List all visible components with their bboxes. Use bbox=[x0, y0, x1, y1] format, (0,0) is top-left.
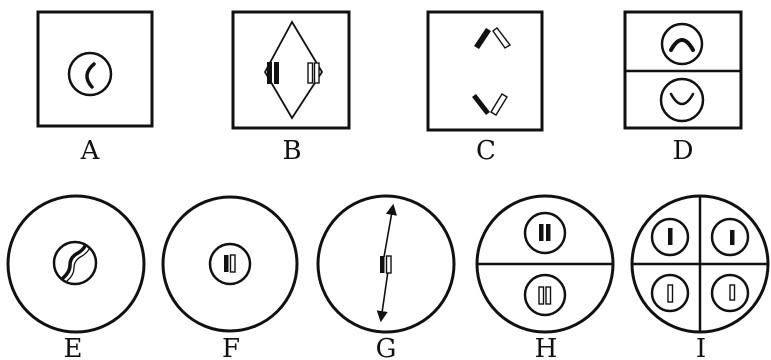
label-b: B bbox=[282, 136, 301, 166]
panel-d: D bbox=[623, 10, 743, 166]
nucleus-lower-h bbox=[523, 273, 567, 317]
chromosome-lower-d bbox=[669, 92, 695, 106]
label-g: G bbox=[376, 334, 397, 360]
nucleus-upper-h bbox=[523, 211, 567, 255]
chromatid-dark-f bbox=[224, 255, 229, 272]
panel-g: G bbox=[316, 194, 456, 360]
label-h: H bbox=[535, 334, 558, 360]
label-c: C bbox=[476, 136, 496, 166]
nucleus-top-right-i bbox=[710, 217, 750, 257]
label-d: D bbox=[673, 136, 694, 166]
chromosome-dark-top-left-i bbox=[668, 228, 673, 245]
label-a: A bbox=[80, 136, 101, 166]
nucleus-a bbox=[67, 51, 113, 97]
chromatid-light-right-lower-h bbox=[545, 286, 552, 305]
label-e: E bbox=[64, 334, 83, 360]
chromosome-a bbox=[85, 62, 96, 89]
cell-wall-e bbox=[6, 194, 146, 334]
spindle-arrow-down-g bbox=[376, 270, 389, 323]
nucleus-bottom-left-i bbox=[650, 273, 690, 313]
panel-i: I bbox=[630, 194, 770, 360]
panel-e: E bbox=[6, 194, 146, 360]
chromatid-light-lower-c bbox=[490, 93, 508, 116]
chromatid-light-f bbox=[229, 254, 236, 273]
cell-wall-a bbox=[36, 10, 154, 128]
chromosome-dark-top-right-i bbox=[730, 230, 735, 245]
nucleus-bottom-right-i bbox=[710, 273, 750, 313]
chromatid-dark-right-upper-h bbox=[546, 224, 551, 241]
chromosome-pair-dark-b bbox=[267, 62, 279, 84]
chromatid-dark-left-upper-h bbox=[539, 224, 544, 241]
chromatid-light-g bbox=[385, 255, 392, 274]
spindle-b bbox=[263, 20, 324, 120]
nucleus-top-left-i bbox=[650, 217, 690, 257]
nucleus-f bbox=[208, 242, 252, 286]
chromatid-light-upper-c bbox=[492, 27, 512, 49]
panel-c: C bbox=[426, 10, 544, 166]
nucleus-e bbox=[52, 240, 98, 286]
chromatid-light-left-lower-h bbox=[538, 286, 545, 305]
nucleus-upper-d bbox=[660, 22, 704, 66]
spindle-arrow-up-g bbox=[383, 203, 397, 258]
panel-f: F bbox=[161, 195, 299, 360]
nucleus-lower-d bbox=[659, 77, 705, 123]
panel-a: A bbox=[36, 10, 154, 166]
cell-wall-b bbox=[231, 10, 351, 130]
chromosome-light-bottom-right-i bbox=[729, 284, 736, 301]
chromatid-dark-upper-c bbox=[474, 28, 491, 49]
label-f: F bbox=[222, 334, 240, 360]
chromosome-light-bottom-left-i bbox=[667, 284, 674, 303]
chromatid-dark-g bbox=[380, 256, 385, 273]
panel-h: H bbox=[475, 194, 615, 360]
chromosome-light-e bbox=[66, 248, 90, 282]
chromosome-upper-d bbox=[669, 38, 695, 52]
chromosome-dark-e bbox=[61, 244, 87, 280]
panel-b: B bbox=[231, 10, 351, 166]
chromosome-pair-light-b bbox=[307, 62, 320, 84]
label-i: I bbox=[696, 334, 706, 360]
chromatid-dark-lower-c bbox=[472, 94, 490, 115]
